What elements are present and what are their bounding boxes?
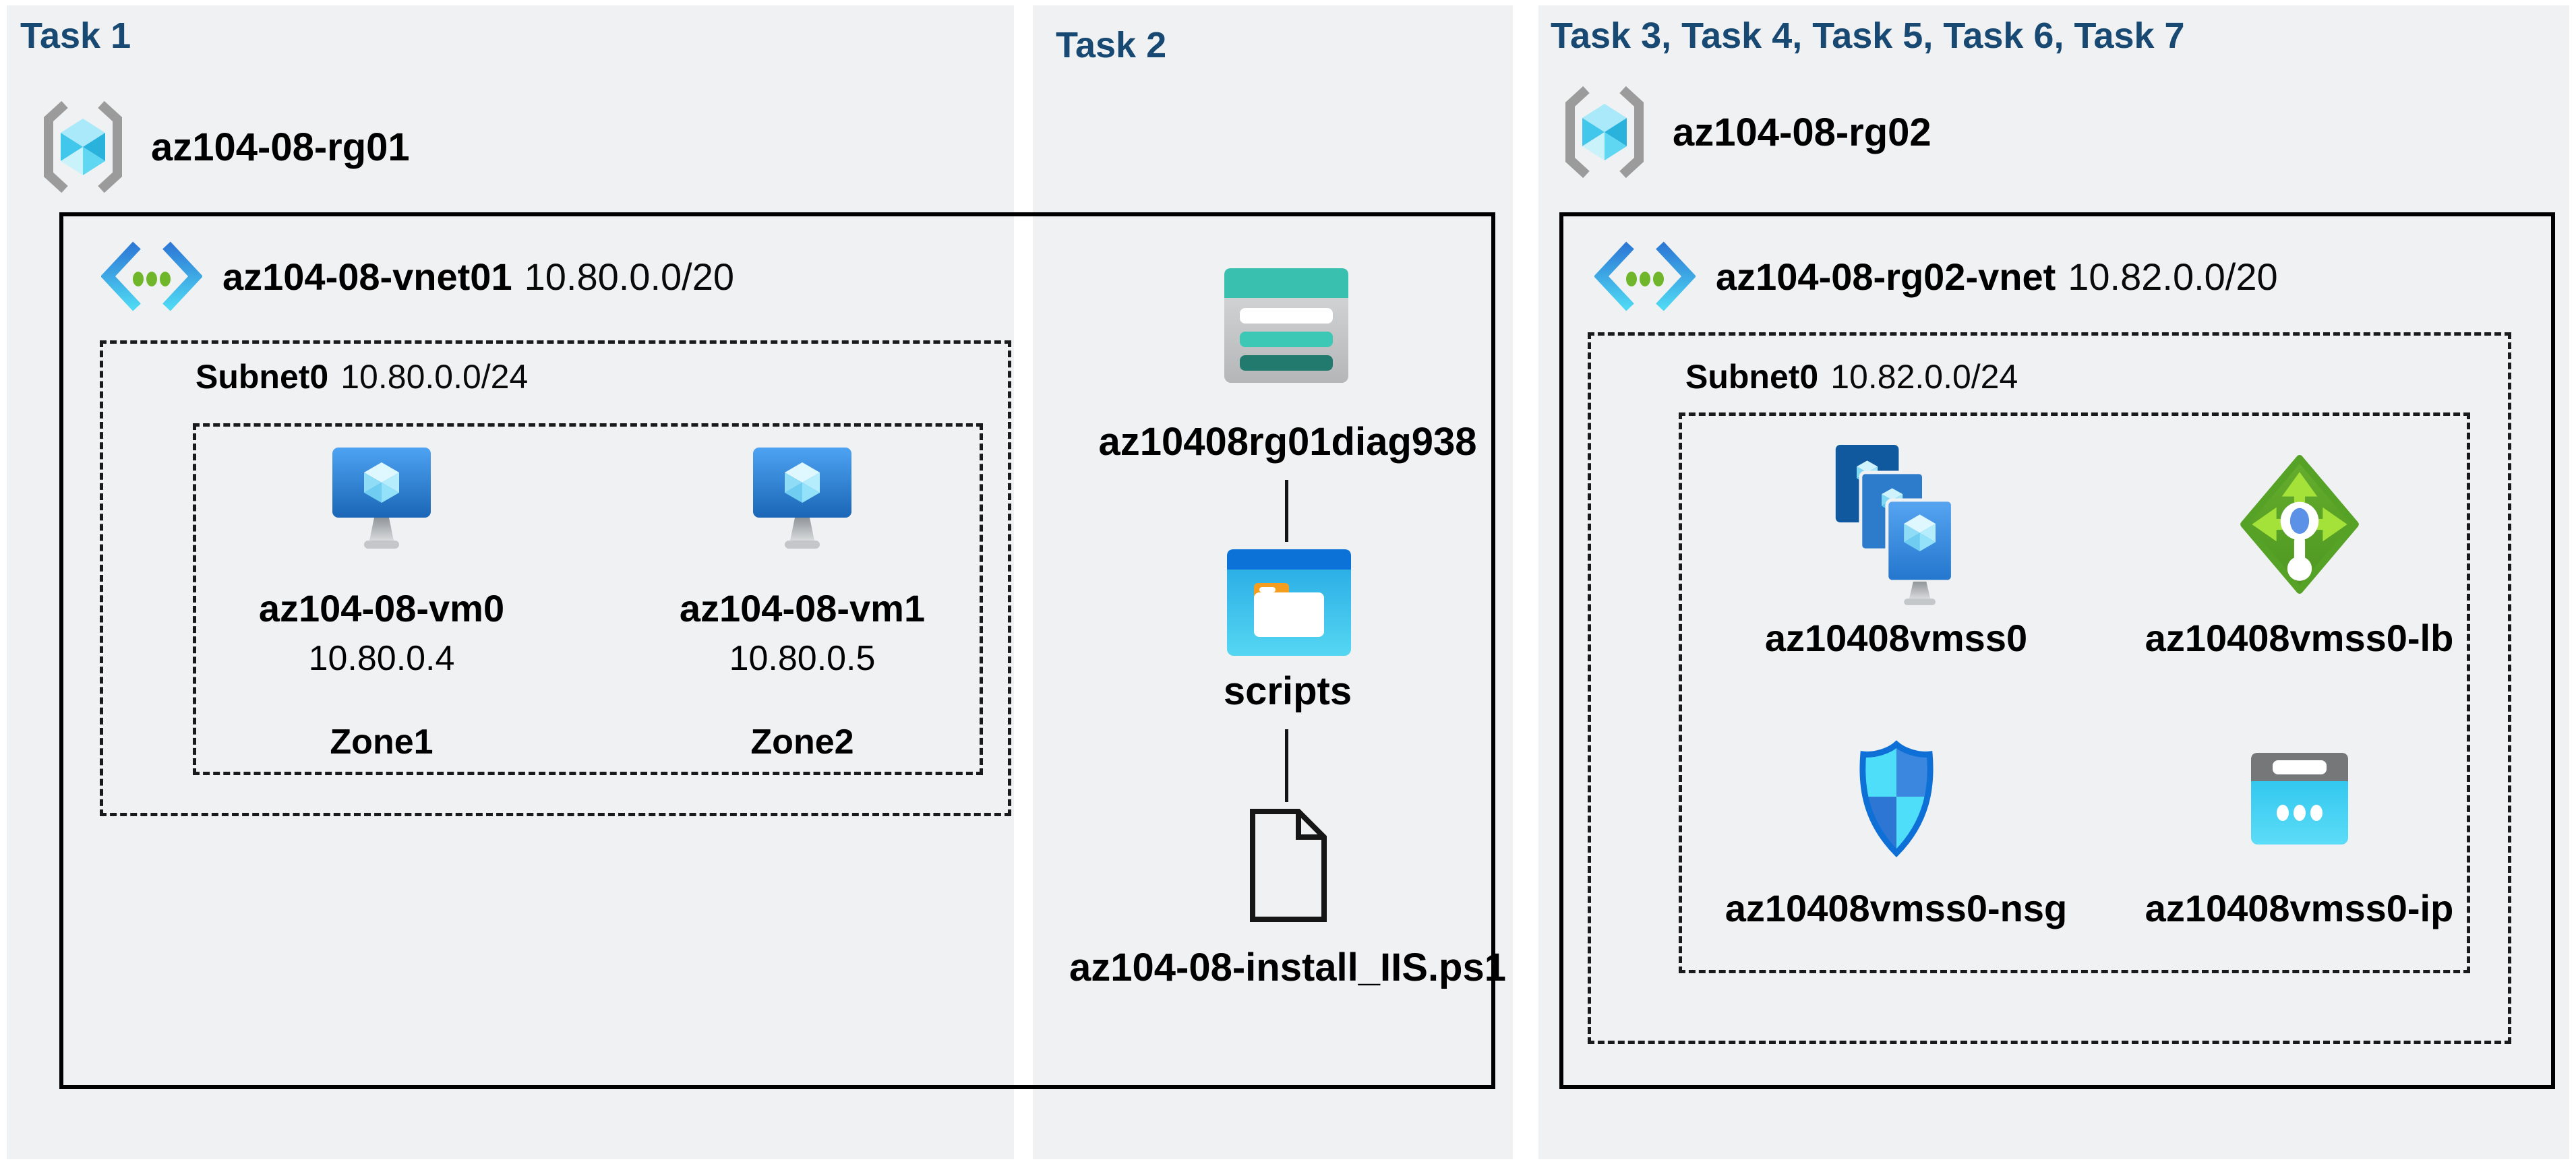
vm-zone: Zone1 (330, 723, 433, 762)
icon-box (1830, 441, 1962, 607)
resource-label: az10408vmss0-ip (2145, 887, 2454, 929)
icon-box (2250, 731, 2348, 866)
resource-item-vmss: az10408vmss0 (1706, 441, 2087, 660)
vnet-row-rg02-vnet: az104-08-rg02-vnet 10.82.0.0/20 (1594, 241, 2278, 312)
resource-label: az10408vmss0-nsg (1725, 887, 2068, 929)
task3-panel (1538, 5, 2569, 1159)
task1-panel (7, 5, 1014, 1159)
subnet0-box-right (1588, 332, 2511, 1044)
zones-box-left (193, 423, 983, 775)
task3-heading: Task 3, Task 4, Task 5, Task 6, Task 7 (1551, 16, 2185, 56)
task1-heading: Task 1 (20, 16, 131, 56)
resource-item-load-balancer: az10408vmss0-lb (2109, 441, 2490, 660)
vnet-name-text: az104-08-vnet01 (222, 255, 512, 298)
task1-task2-boundary-box (59, 212, 1495, 1089)
resource-group-icon (44, 100, 122, 193)
resource-group-icon (1565, 86, 1644, 179)
vm-name: az104-08-vm1 (679, 587, 926, 630)
subnet-name: Subnet0 (1685, 358, 1819, 396)
subnet-label-left: Subnet0 10.80.0.0/24 (196, 357, 528, 396)
resource-group-rg02: az104-08-rg02 (1561, 84, 1931, 180)
vnet-cidr: 10.82.0.0/20 (2068, 255, 2278, 298)
vnet-row-vnet01: az104-08-vnet01 10.80.0.0/20 (101, 241, 734, 312)
storage-account-icon (1224, 268, 1348, 383)
vnet-name: az104-08-rg02-vnet 10.82.0.0/20 (1716, 255, 2278, 299)
script-file-icon (1250, 809, 1327, 922)
resource-group-name: az104-08-rg02 (1673, 110, 1931, 154)
load-balancer-icon (2240, 454, 2359, 594)
resource-label: az10408vmss0-lb (2145, 617, 2454, 659)
connector-line (1285, 729, 1288, 802)
vnet-name: az104-08-vnet01 10.80.0.0/20 (222, 255, 734, 299)
icon-box (2238, 441, 2361, 607)
connector-line (1285, 480, 1288, 542)
vm-ip: 10.80.0.5 (729, 639, 876, 678)
resources-box-right (1679, 412, 2470, 973)
subnet-label-right: Subnet0 10.82.0.0/24 (1685, 357, 2018, 396)
virtual-machine-icon (332, 448, 431, 549)
public-ip-icon (2250, 753, 2348, 845)
subnet-cidr: 10.80.0.0/24 (340, 358, 529, 396)
storage-account-label: az10408rg01diag938 (1098, 420, 1477, 464)
subnet0-box-left (100, 340, 1011, 816)
task3-boundary-box (1559, 212, 2555, 1089)
vm-ip: 10.80.0.4 (308, 639, 455, 678)
vm-item-vm0: az104-08-vm0 10.80.0.4 Zone1 (240, 446, 523, 762)
scripts-container-icon (1227, 549, 1351, 656)
vm-scale-set-icon (1835, 444, 1954, 605)
virtual-machine-icon (753, 448, 851, 549)
vm-zone: Zone2 (750, 723, 854, 762)
task2-heading: Task 2 (1056, 25, 1167, 65)
subnet-cidr: 10.82.0.0/24 (1830, 358, 2018, 396)
resource-item-public-ip: az10408vmss0-ip (2109, 731, 2490, 930)
scripts-container-label: scripts (1223, 669, 1352, 713)
vnet-cidr: 10.80.0.0/20 (524, 255, 734, 298)
resource-label: az10408vmss0 (1764, 617, 2028, 659)
vm-item-vm1: az104-08-vm1 10.80.0.5 Zone2 (661, 446, 944, 762)
resource-group-rg01: az104-08-rg01 (39, 99, 410, 195)
virtual-network-icon (1594, 241, 1696, 311)
icon-box (1855, 731, 1938, 866)
script-file-label: az104-08-install_IIS.ps1 (1069, 946, 1506, 989)
network-security-group-icon (1859, 740, 1934, 858)
subnet-name: Subnet0 (196, 358, 329, 396)
vm-name: az104-08-vm0 (258, 587, 505, 630)
resource-group-name: az104-08-rg01 (151, 125, 410, 169)
resource-item-nsg: az10408vmss0-nsg (1706, 731, 2087, 930)
virtual-network-icon (101, 241, 202, 311)
vnet-name-text: az104-08-rg02-vnet (1716, 255, 2056, 298)
